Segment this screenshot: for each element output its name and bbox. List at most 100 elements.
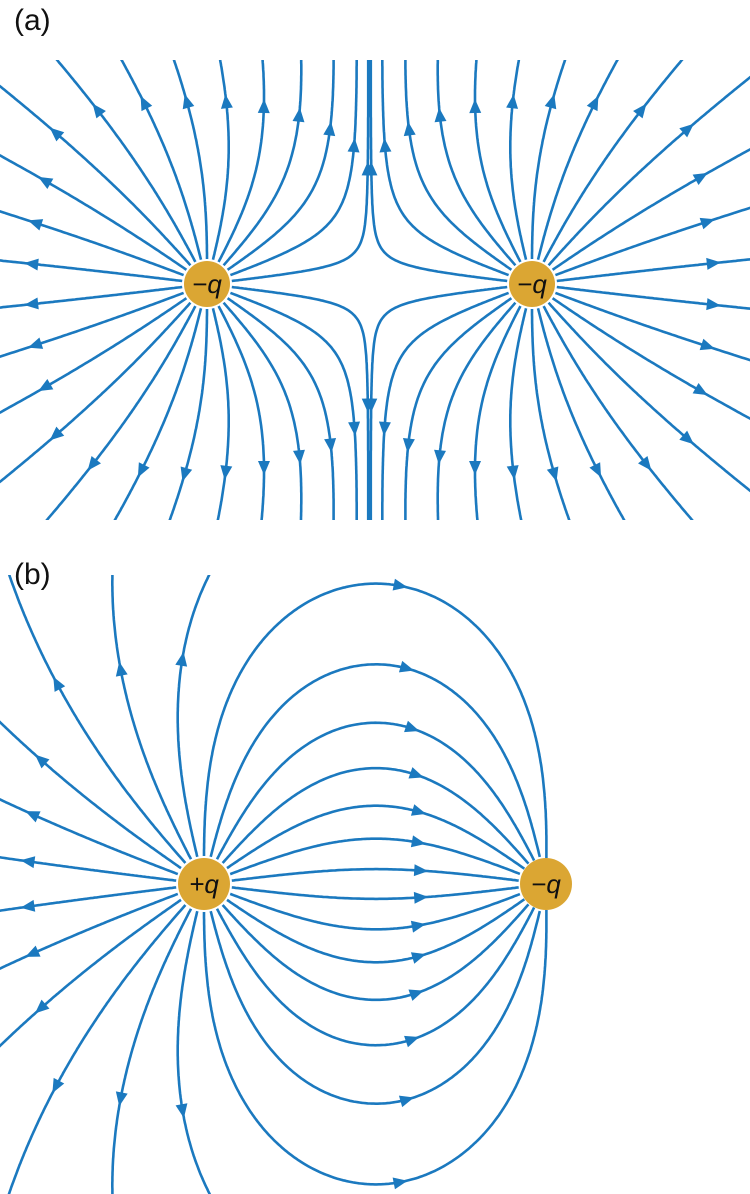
arrow-icon — [586, 95, 599, 112]
field-line — [0, 301, 192, 484]
field-line — [556, 285, 750, 310]
arrow-icon — [692, 172, 708, 186]
arrow-icon — [53, 676, 66, 692]
arrow-icon — [706, 257, 721, 270]
field-line — [231, 60, 370, 283]
field-line — [231, 285, 370, 520]
field-line — [231, 867, 519, 882]
field-line — [222, 60, 303, 267]
field-line — [211, 308, 230, 520]
arrow-icon — [323, 121, 336, 137]
field-line — [226, 60, 335, 271]
field-line — [0, 720, 182, 870]
field-line — [217, 60, 266, 263]
charge-label: −q — [531, 868, 561, 899]
arrow-icon — [257, 460, 270, 475]
arrow-icon — [398, 660, 415, 673]
arrow-icon — [506, 94, 519, 109]
arrow-icon — [257, 99, 270, 114]
field-line — [221, 903, 530, 1002]
field-line — [536, 60, 619, 261]
arrow-icon — [434, 107, 447, 123]
arrow-icon — [404, 1035, 420, 1048]
field-line — [217, 305, 266, 520]
arrow-icon — [544, 94, 557, 110]
field-line — [0, 886, 177, 912]
arrow-icon — [49, 426, 65, 441]
arrow-icon — [52, 1077, 65, 1094]
field-line — [229, 60, 358, 277]
field-line — [542, 60, 684, 263]
arrow-icon — [469, 460, 482, 475]
charge-label: −q — [517, 268, 547, 299]
arrow-icon — [324, 437, 337, 453]
positive-charge: +q — [178, 858, 230, 910]
arrow-icon — [38, 176, 54, 190]
arrow-icon — [220, 465, 233, 480]
arrow-icon — [25, 811, 41, 823]
arrow-icon — [35, 999, 50, 1014]
field-line — [0, 285, 183, 309]
arrow-icon — [434, 449, 447, 465]
field-line — [172, 60, 209, 259]
field-line — [0, 297, 188, 415]
arrow-icon — [49, 127, 65, 142]
field-line — [209, 663, 542, 858]
arrow-icon — [87, 455, 101, 471]
arrow-icon — [20, 899, 36, 912]
field-line — [211, 60, 230, 260]
field-line — [202, 910, 548, 1186]
field-line — [209, 910, 542, 1105]
field-line — [473, 60, 522, 263]
field-line — [0, 259, 183, 283]
arrow-icon — [413, 864, 429, 877]
field-line — [0, 798, 179, 876]
arrow-icon — [27, 337, 44, 349]
arrow-icon — [27, 219, 44, 231]
arrow-icon — [115, 661, 128, 677]
field-line — [120, 60, 203, 261]
arrow-icon — [137, 462, 150, 478]
negative-charge: −q — [520, 858, 572, 910]
field-line — [436, 60, 517, 267]
field-line — [0, 153, 188, 271]
field-line — [202, 582, 548, 858]
field-line — [7, 904, 187, 1194]
arrow-icon — [679, 430, 694, 445]
arrow-icon — [25, 945, 41, 957]
arrow-icon — [699, 338, 715, 351]
arrow-icon — [38, 378, 54, 392]
arrow-icon — [633, 103, 647, 119]
field-line — [542, 305, 694, 520]
arrow-icon — [413, 891, 429, 904]
field-line — [45, 305, 197, 520]
arrow-icon — [410, 952, 427, 964]
arrow-icon — [398, 1095, 415, 1108]
arrow-icon — [404, 720, 420, 733]
arrow-icon — [410, 920, 426, 933]
field-line — [229, 291, 358, 520]
field-line — [369, 60, 508, 283]
arrow-icon — [20, 856, 36, 869]
panel-a-two-negative-charges: (a) — [0, 0, 750, 540]
arrow-icon — [392, 578, 408, 591]
arrow-icon — [410, 804, 427, 816]
arrow-icon — [469, 99, 482, 114]
arrow-icon — [348, 421, 361, 436]
arrow-icon — [706, 298, 721, 311]
field-line — [551, 147, 750, 271]
field-line — [222, 301, 303, 520]
field-line — [55, 60, 197, 263]
field-line — [530, 309, 571, 520]
arrow-icon — [638, 455, 652, 471]
arrow-icon — [175, 651, 188, 667]
arrow-icon — [402, 437, 415, 453]
field-line — [215, 721, 536, 862]
arrow-icon — [115, 1091, 128, 1107]
arrow-icon — [180, 466, 193, 482]
arrow-icon — [292, 107, 305, 123]
field-line — [226, 297, 335, 520]
field-line — [404, 60, 513, 271]
